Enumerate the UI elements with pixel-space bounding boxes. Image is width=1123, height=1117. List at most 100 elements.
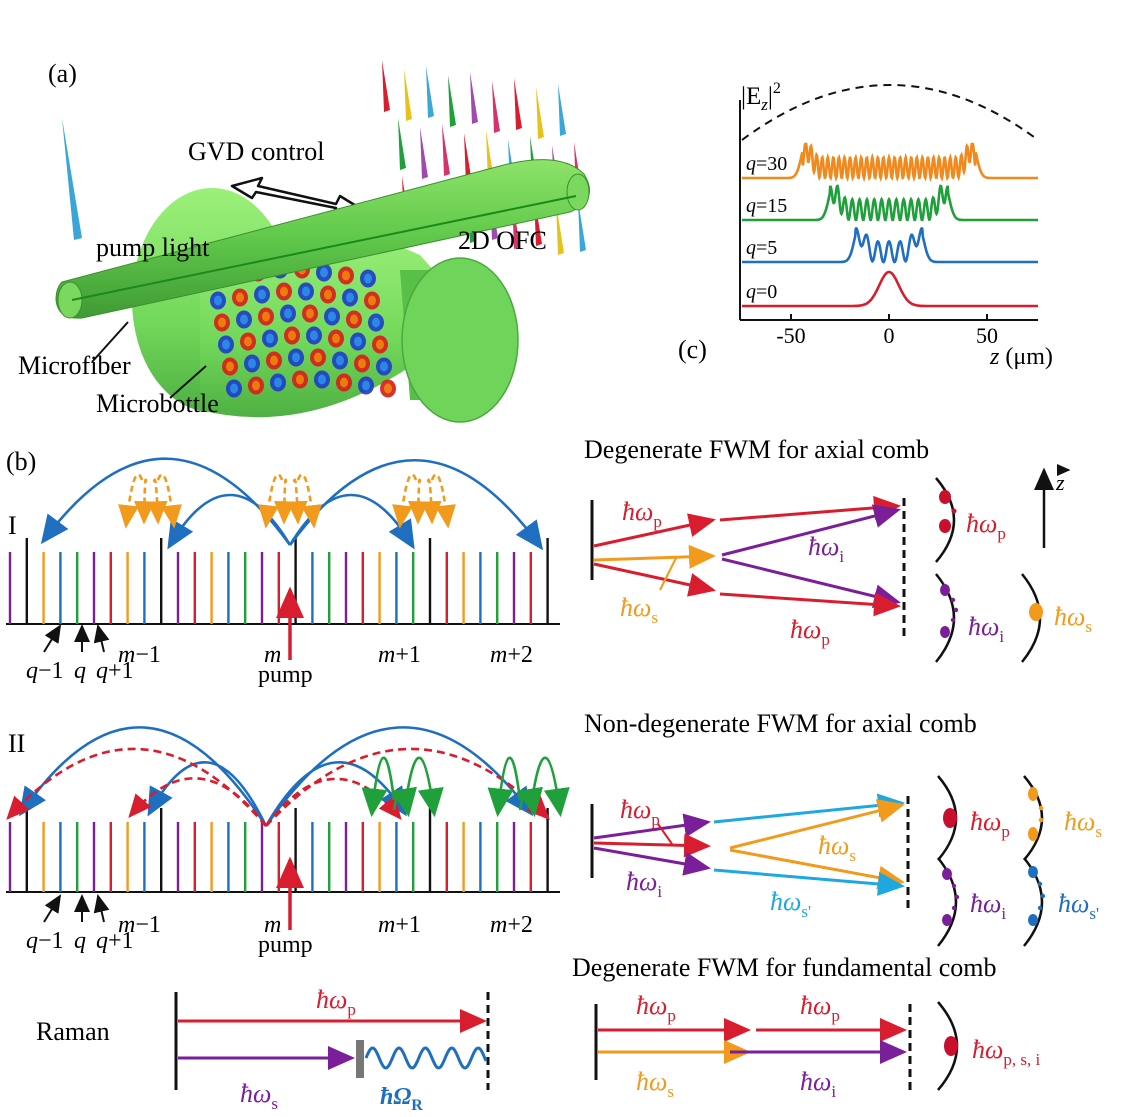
raman-pump-text: ħωp <box>316 985 356 1019</box>
comb-index-label: q <box>74 928 86 954</box>
mode-q-label: q=30 <box>746 153 787 175</box>
comb-index-label: q <box>74 658 86 684</box>
envelope-curve <box>741 84 1039 141</box>
comb-index-label: q+1 <box>96 928 134 954</box>
fwm-arc <box>167 493 292 550</box>
mode-icons-deg: ħωp ħωi ħωs <box>935 477 1092 663</box>
tick-0: 0 <box>884 323 895 348</box>
comb-index-label: m+2 <box>490 642 533 668</box>
fwm-arc <box>264 726 534 827</box>
mode-q-label: q=5 <box>746 237 777 259</box>
ofc-cone <box>558 84 566 136</box>
fund-fwm-title: Degenerate FWM for fundamental comb <box>572 953 997 982</box>
ofc-cone <box>404 69 412 121</box>
deg-signal-text: ħωs <box>620 593 658 627</box>
microfiber-label: Microfiber <box>18 351 131 380</box>
deg-idler-text: ħωi <box>808 532 844 566</box>
ofc-cone <box>382 60 390 112</box>
svg-text:ħωi: ħωi <box>970 889 1006 923</box>
fwm-arc <box>430 473 456 529</box>
row-I-label: I <box>8 511 17 540</box>
svg-text:ħωp, s, i: ħωp, s, i <box>972 1035 1040 1069</box>
fund-pump-text-2: ħωp <box>800 991 840 1025</box>
ofc-cone <box>420 127 428 179</box>
fwm-arc <box>146 478 168 525</box>
panel-c-label: (c) <box>678 335 707 364</box>
ofc-cone <box>426 66 434 118</box>
svg-text:ħωs': ħωs' <box>1058 889 1099 923</box>
microfiber-pointer <box>91 321 129 363</box>
fwm-arc <box>258 473 284 529</box>
fwm-arc <box>408 478 429 525</box>
fwm-arc <box>264 760 407 827</box>
comb-index-label: m−1 <box>118 912 161 938</box>
ylabel-E: |Ez|2 <box>741 80 781 114</box>
ofc-label: 2D OFC <box>458 226 547 255</box>
ofc-cone <box>492 81 500 133</box>
panel-c: |Ez|2 q=30q=15q=5q=0 -50 0 50 z (μm) (c) <box>678 80 1053 370</box>
fwm-arc <box>487 756 522 818</box>
fwm-arc <box>128 777 268 827</box>
microfiber-icon <box>55 159 591 319</box>
fwm-arc <box>264 777 402 827</box>
panel-a-label: (a) <box>48 59 77 88</box>
fund-idler-text: ħωi <box>800 1067 836 1101</box>
deg-pump-text-1: ħωp <box>622 497 662 531</box>
mode-profile-curve <box>742 184 1038 222</box>
microbottle-label: Microbottle <box>96 389 219 418</box>
mode-icons-nondeg: ħωp ħωs ħωi ħωs' <box>937 775 1102 947</box>
fwm-arc <box>147 760 268 827</box>
comb-II <box>6 808 560 893</box>
fwm-arc <box>391 786 417 818</box>
z-axis-label: z <box>1055 470 1065 495</box>
mode-profiles: q=30q=15q=5q=0 <box>742 142 1038 308</box>
mode-profile-curve <box>742 226 1038 264</box>
svg-text:ħωs: ħωs <box>1064 807 1102 841</box>
comb-index-label: m+1 <box>378 912 421 938</box>
microbottle-icon <box>132 188 519 423</box>
fwm-arc <box>274 478 295 525</box>
fwm-arc <box>286 478 308 525</box>
mode-profile-curve <box>742 270 1038 308</box>
comb-I <box>6 538 560 625</box>
mode-q-label: q=0 <box>746 281 777 303</box>
comb-index-label: m <box>264 912 281 938</box>
raman-block <box>356 1040 364 1078</box>
ofc-cone <box>464 133 472 185</box>
ofc-cone <box>514 78 522 130</box>
c-xlabel: z (μm) <box>989 344 1053 370</box>
ofc-cone <box>442 124 450 176</box>
nondeg-signal-text: ħωs <box>818 831 856 865</box>
svg-text:ħωp: ħωp <box>970 807 1010 841</box>
fwm-arcs-II <box>6 726 570 827</box>
row-II-label: II <box>8 729 25 758</box>
nondeg-fwm-title: Non-degenerate FWM for axial comb <box>584 709 977 738</box>
ofc-cone <box>398 118 406 170</box>
comb-index-label: q+1 <box>96 658 134 684</box>
fwm-arc <box>288 493 415 550</box>
fwm-arc <box>118 473 144 529</box>
deg-fwm-title: Degenerate FWM for axial comb <box>584 435 929 464</box>
raman-label: Raman <box>36 1017 110 1046</box>
raman-stokes-text: ħωs <box>240 1079 278 1113</box>
raman-phonon-text: ħΩR <box>380 1084 423 1114</box>
fwm-arc <box>361 756 396 818</box>
comb-index-label: m+2 <box>490 912 533 938</box>
gvd-label: GVD control <box>188 137 324 166</box>
fwm-arc <box>156 473 182 529</box>
comb-index-label: q−1 <box>26 928 64 954</box>
fund-signal-text: ħωs <box>636 1067 674 1101</box>
fwm-arcs-I <box>40 457 544 551</box>
svg-text:ħωi: ħωi <box>968 612 1004 646</box>
pump-label: pump <box>258 662 313 688</box>
pump-light-label: pump light <box>96 233 210 262</box>
comb-index-label: m+1 <box>378 642 421 668</box>
fund-pump-text-1: ħωp <box>636 991 676 1025</box>
panel-a: (a) GVD control pump light 2D OFC <box>18 59 591 423</box>
pump-cone-icon <box>62 118 82 240</box>
comb-index-label: q−1 <box>26 658 64 684</box>
svg-text:ħωs: ħωs <box>1054 602 1092 636</box>
